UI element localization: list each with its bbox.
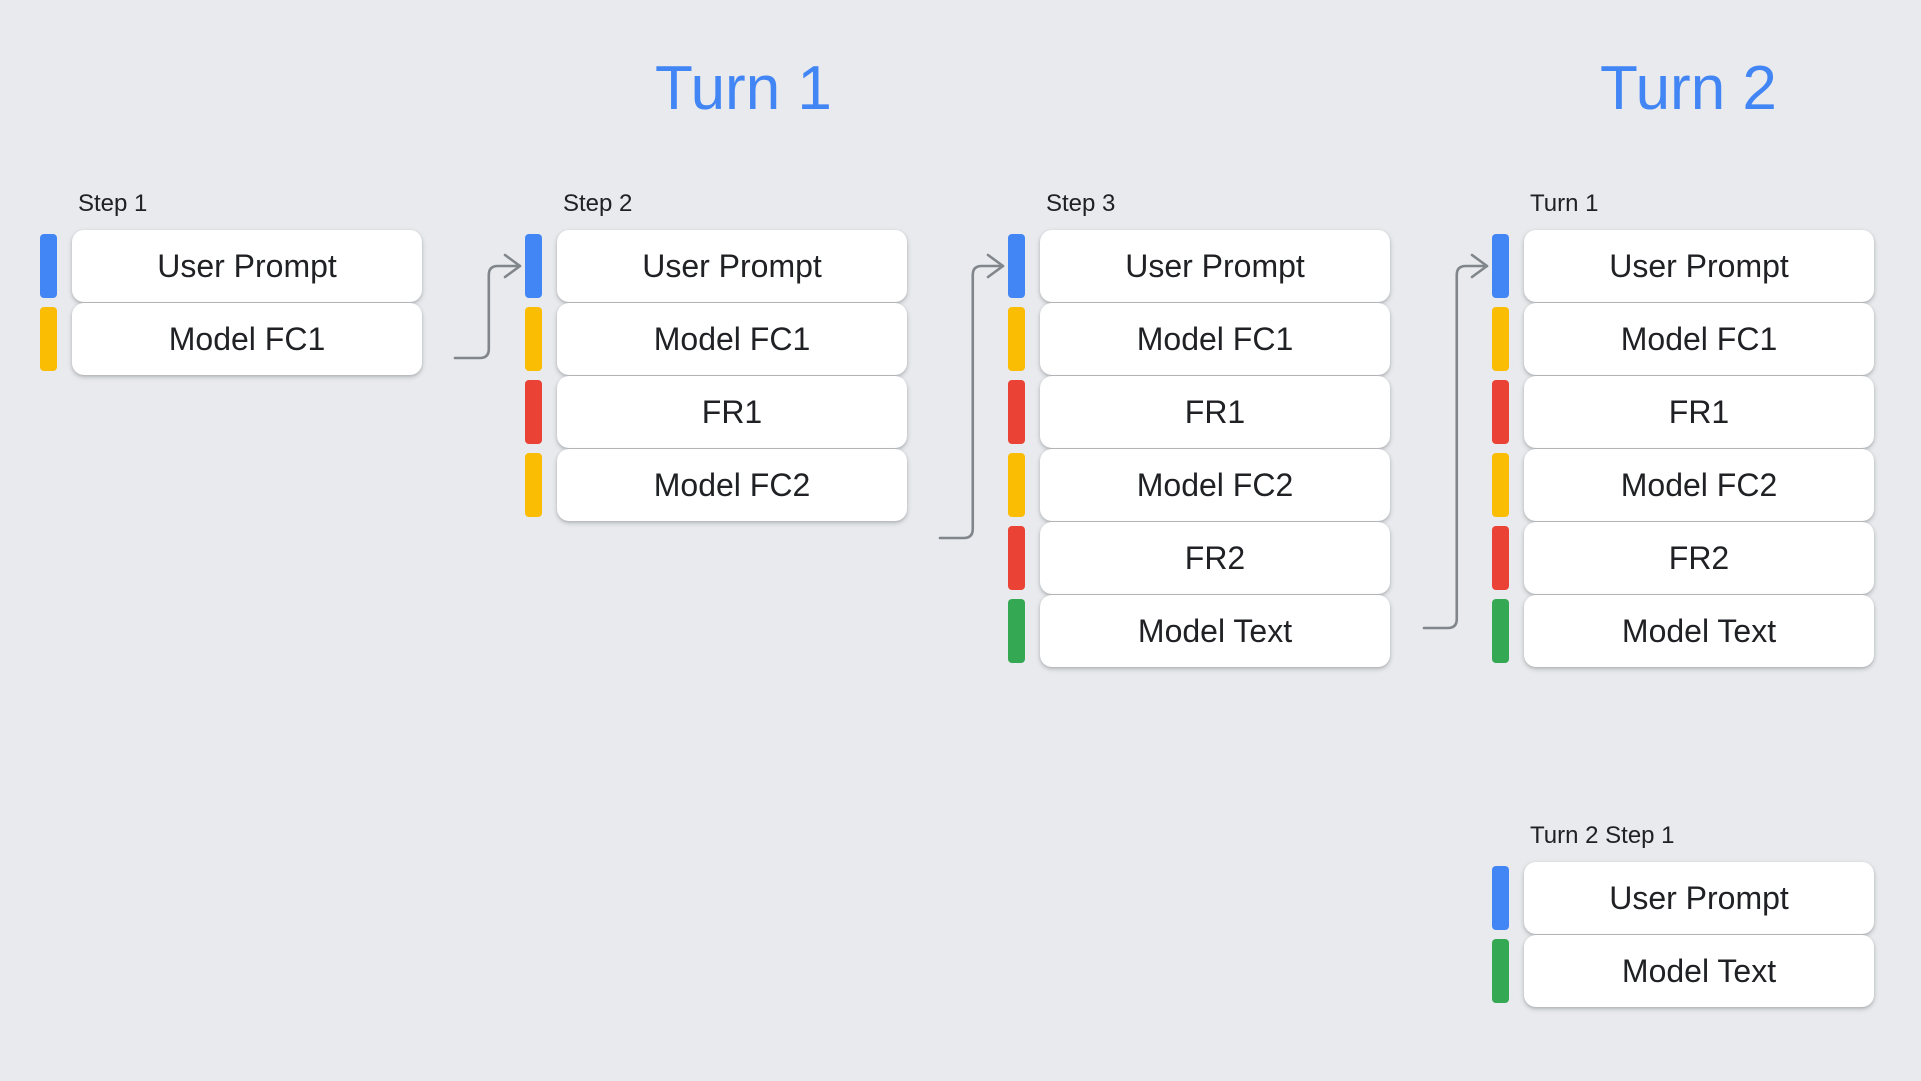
- message-card[interactable]: Model FC1: [1040, 303, 1390, 375]
- row-item: FR1: [525, 376, 907, 448]
- message-card-label: Model FC2: [653, 467, 811, 503]
- turn-title-1: Turn 1: [655, 54, 832, 123]
- message-card-label: Model FC1: [653, 321, 811, 357]
- row-item: User Prompt: [1492, 862, 1874, 934]
- message-card[interactable]: Model FC1: [557, 303, 907, 375]
- message-card[interactable]: Model Text: [1524, 935, 1874, 1007]
- message-card-label: Model Text: [1621, 613, 1777, 649]
- row-item: Model FC2: [1492, 449, 1874, 521]
- role-bar-yellow: [525, 307, 542, 371]
- role-bar-blue: [1492, 234, 1509, 298]
- row-item: User Prompt: [1492, 230, 1874, 302]
- row-item: FR2: [1492, 522, 1874, 594]
- role-bar-yellow: [1008, 307, 1025, 371]
- message-card[interactable]: Model FC1: [72, 303, 422, 375]
- message-card-label: FR1: [701, 394, 763, 430]
- row-item: Model FC1: [525, 303, 907, 375]
- turn-title-2: Turn 2: [1600, 54, 1777, 123]
- role-bar-green: [1008, 599, 1025, 663]
- column-label-step-1: Step 1: [78, 190, 148, 217]
- message-card[interactable]: Model FC2: [557, 449, 907, 521]
- column-label-turn-2-step-1: Turn 2 Step 1: [1530, 822, 1675, 849]
- row-item: Model Text: [1492, 595, 1874, 667]
- row-item: Model FC1: [40, 303, 422, 375]
- message-card[interactable]: User Prompt: [72, 230, 422, 302]
- message-card[interactable]: Model FC2: [1040, 449, 1390, 521]
- role-bar-green: [1492, 939, 1509, 1003]
- message-card-label: FR1: [1668, 394, 1730, 430]
- message-card-label: FR1: [1184, 394, 1246, 430]
- role-bar-red: [1492, 526, 1509, 590]
- row-item: FR1: [1492, 376, 1874, 448]
- row-item: Model Text: [1492, 935, 1874, 1007]
- column-label-step-3: Step 3: [1046, 190, 1116, 217]
- role-bar-blue: [525, 234, 542, 298]
- message-card[interactable]: User Prompt: [557, 230, 907, 302]
- row-item: User Prompt: [525, 230, 907, 302]
- message-card[interactable]: FR1: [557, 376, 907, 448]
- column-label-turn-2-turn-1: Turn 1: [1530, 190, 1599, 217]
- message-card-label: Model FC1: [168, 321, 326, 357]
- row-item: User Prompt: [40, 230, 422, 302]
- column-label-step-2: Step 2: [563, 190, 633, 217]
- role-bar-red: [1492, 380, 1509, 444]
- role-bar-yellow: [1492, 307, 1509, 371]
- message-card-label: FR2: [1184, 540, 1246, 576]
- message-card-label: FR2: [1668, 540, 1730, 576]
- message-card-label: User Prompt: [1609, 248, 1789, 284]
- message-card[interactable]: User Prompt: [1040, 230, 1390, 302]
- row-item: FR2: [1008, 522, 1390, 594]
- arrow-head-icon: [986, 253, 1005, 279]
- role-bar-blue: [40, 234, 57, 298]
- row-item: Model FC1: [1008, 303, 1390, 375]
- role-bar-yellow: [1492, 453, 1509, 517]
- message-card[interactable]: FR2: [1524, 522, 1874, 594]
- role-bar-red: [525, 380, 542, 444]
- row-item: FR1: [1008, 376, 1390, 448]
- arrow-head-icon: [503, 253, 522, 279]
- role-bar-yellow: [1008, 453, 1025, 517]
- row-item: Model FC2: [1008, 449, 1390, 521]
- message-card[interactable]: Model Text: [1040, 595, 1390, 667]
- message-card[interactable]: FR1: [1524, 376, 1874, 448]
- role-bar-blue: [1008, 234, 1025, 298]
- role-bar-green: [1492, 599, 1509, 663]
- role-bar-yellow: [40, 307, 57, 371]
- message-card-label: Model FC1: [1136, 321, 1294, 357]
- message-card-label: User Prompt: [1125, 248, 1305, 284]
- message-card-label: User Prompt: [1609, 880, 1789, 916]
- row-item: User Prompt: [1008, 230, 1390, 302]
- message-card[interactable]: Model Text: [1524, 595, 1874, 667]
- message-card-label: Model FC2: [1136, 467, 1294, 503]
- message-card-label: User Prompt: [157, 248, 337, 284]
- message-card[interactable]: FR2: [1040, 522, 1390, 594]
- row-item: Model FC2: [525, 449, 907, 521]
- message-card[interactable]: User Prompt: [1524, 862, 1874, 934]
- role-bar-yellow: [525, 453, 542, 517]
- role-bar-red: [1008, 380, 1025, 444]
- role-bar-red: [1008, 526, 1025, 590]
- message-card-label: Model Text: [1137, 613, 1293, 649]
- message-card-label: Model FC1: [1620, 321, 1778, 357]
- row-item: Model Text: [1008, 595, 1390, 667]
- message-card[interactable]: Model FC1: [1524, 303, 1874, 375]
- message-card-label: User Prompt: [642, 248, 822, 284]
- message-card-label: Model FC2: [1620, 467, 1778, 503]
- role-bar-blue: [1492, 866, 1509, 930]
- message-card[interactable]: User Prompt: [1524, 230, 1874, 302]
- message-card-label: Model Text: [1621, 953, 1777, 989]
- row-item: Model FC1: [1492, 303, 1874, 375]
- arrow-head-icon: [1470, 253, 1489, 279]
- message-card[interactable]: Model FC2: [1524, 449, 1874, 521]
- message-card[interactable]: FR1: [1040, 376, 1390, 448]
